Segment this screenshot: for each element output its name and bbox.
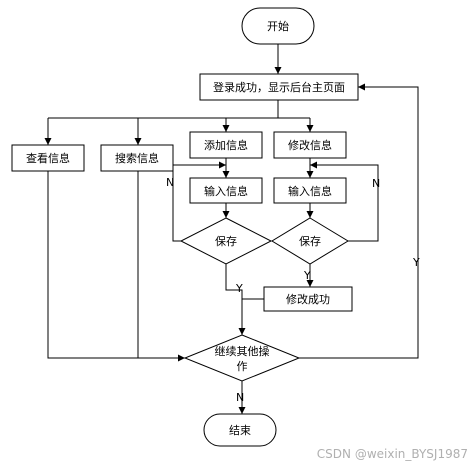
node-continue: 继续其他操 作 xyxy=(183,334,301,382)
edge-save-modify-no xyxy=(310,161,379,242)
node-modify-success: 修改成功 xyxy=(263,286,353,312)
node-start: 开始 xyxy=(241,7,315,45)
connectors xyxy=(44,44,419,414)
node-input-add: 输入信息 xyxy=(189,177,263,204)
edge-continue-yes xyxy=(299,83,419,359)
node-add-label: 添加信息 xyxy=(204,138,248,152)
node-search-label: 搜索信息 xyxy=(115,151,159,165)
node-login-label: 登录成功，显示后台主页面 xyxy=(213,80,345,94)
edge-label-continue-yes: Y xyxy=(412,256,420,269)
node-save-modify-label: 保存 xyxy=(299,234,321,248)
node-save-add-label: 保存 xyxy=(215,234,237,248)
node-modify-label: 修改信息 xyxy=(288,138,332,152)
edge-save-add-no xyxy=(172,161,226,242)
edge-label-continue-no: N xyxy=(236,391,244,404)
node-input-modify: 输入信息 xyxy=(273,177,347,204)
node-view: 查看信息 xyxy=(11,144,85,172)
node-input-add-label: 输入信息 xyxy=(204,184,248,198)
node-save-modify: 保存 xyxy=(271,217,349,265)
node-modify: 修改信息 xyxy=(273,131,347,159)
node-continue-label-line2: 作 xyxy=(237,360,248,373)
node-save-add: 保存 xyxy=(179,217,273,265)
node-continue-label-line1: 继续其他操 xyxy=(215,344,270,358)
node-search: 搜索信息 xyxy=(100,144,174,172)
node-end-label: 结束 xyxy=(229,424,251,437)
watermark: CSDN @weixin_BYSJ1987 xyxy=(317,447,468,461)
node-login: 登录成功，显示后台主页面 xyxy=(199,73,359,101)
node-modify-success-label: 修改成功 xyxy=(286,292,330,306)
edge-label-modify-no: N xyxy=(372,177,380,190)
edge-label-add-no: N xyxy=(166,176,174,189)
edge-save-add-yes xyxy=(225,264,246,335)
edge-view-continue xyxy=(47,171,185,362)
node-input-modify-label: 输入信息 xyxy=(288,184,332,198)
edge-label-modify-yes: Y xyxy=(303,269,311,282)
edge-label-add-yes: Y xyxy=(235,282,243,295)
node-add: 添加信息 xyxy=(189,131,263,159)
node-view-label: 查看信息 xyxy=(26,151,70,165)
node-start-label: 开始 xyxy=(267,19,289,33)
node-end: 结束 xyxy=(203,413,277,447)
